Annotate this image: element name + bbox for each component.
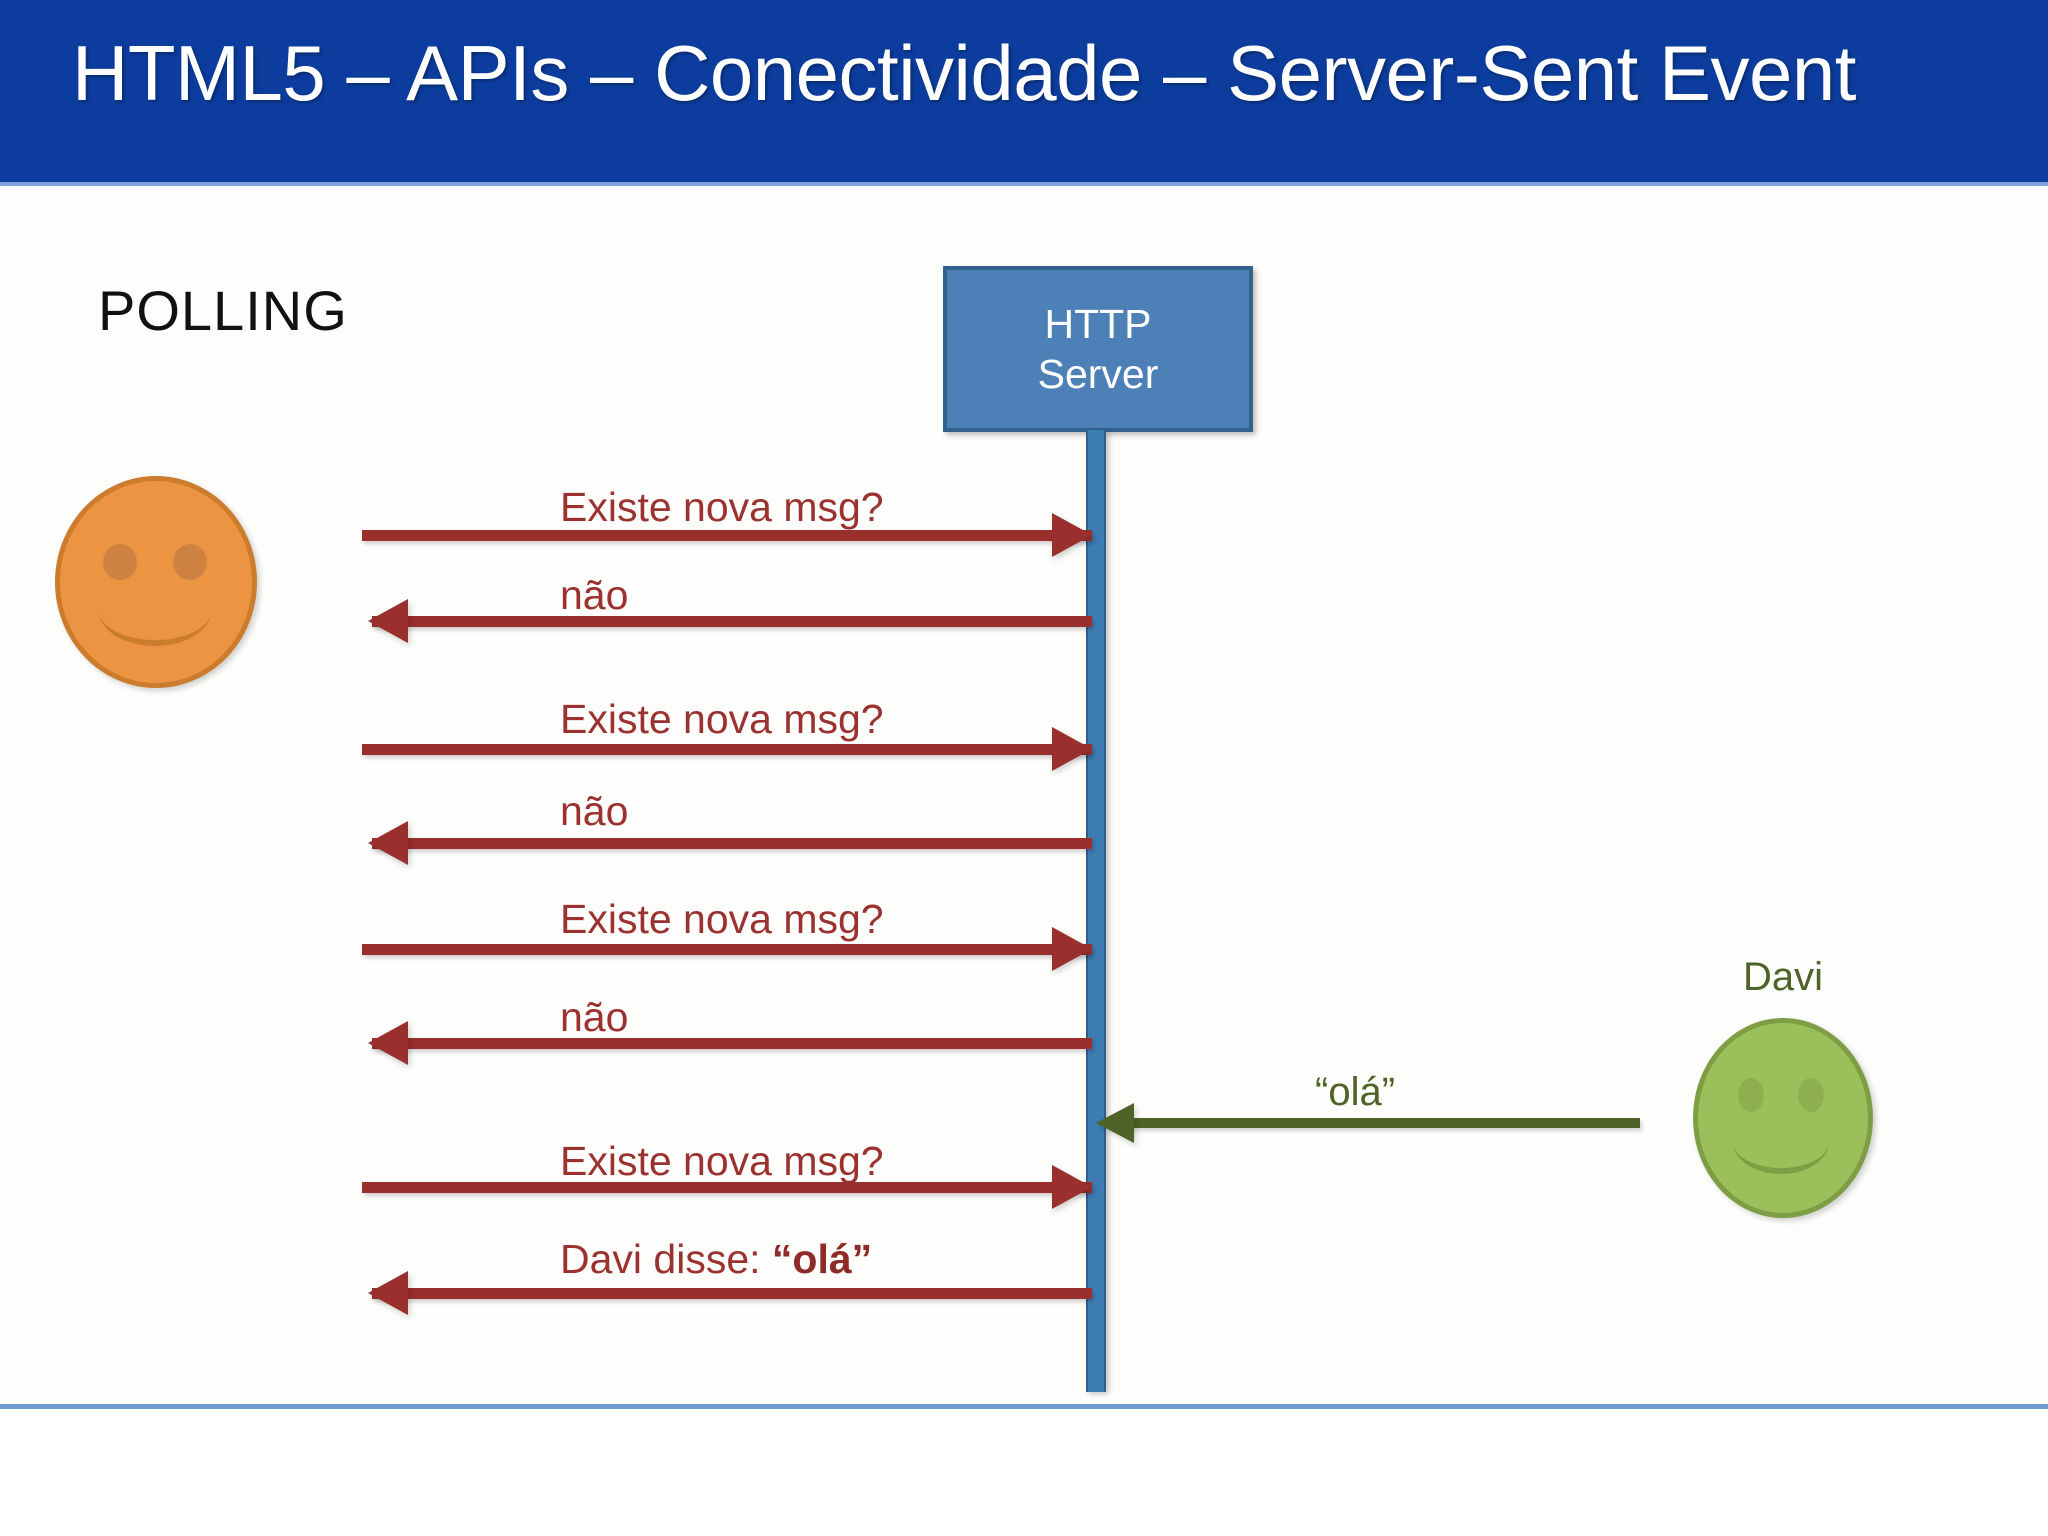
davi-message-label: “olá”: [1315, 1070, 1396, 1114]
davi-smiley-icon: [1693, 1018, 1873, 1218]
message-arrow-8-head: [368, 1271, 408, 1315]
davi-arrow-line: [1110, 1118, 1640, 1128]
message-arrow-2-head: [368, 599, 408, 643]
user-smiley-icon: [55, 476, 257, 688]
message-label-8: Davi disse: “olá”: [560, 1236, 872, 1283]
section-label-polling: POLLING: [98, 279, 348, 342]
davi-face-eye-right: [1798, 1078, 1824, 1112]
message-label-2: não: [560, 572, 629, 618]
user-face-eye-right: [173, 544, 207, 580]
message-arrow-5-head: [1052, 927, 1092, 971]
message-label-7: Existe nova msg?: [560, 1138, 884, 1184]
davi-name-label: Davi: [1742, 955, 1824, 999]
server-label-line1: HTTP: [1044, 300, 1152, 347]
banner-underline: [0, 182, 2048, 186]
user-face-mouth: [99, 576, 211, 646]
davi-face-mouth: [1733, 1110, 1829, 1174]
message-label-5: Existe nova msg?: [560, 896, 884, 942]
message-arrow-4-head: [368, 821, 408, 865]
message-label-4: não: [560, 788, 629, 834]
user-face-head: [55, 476, 257, 688]
davi-face-eye-left: [1738, 1078, 1764, 1112]
message-label-8-bold: “olá”: [771, 1236, 873, 1282]
message-label-3: Existe nova msg?: [560, 696, 884, 742]
message-arrow-1-line: [362, 530, 1092, 541]
message-arrow-3-line: [362, 744, 1092, 755]
message-label-8-text: Davi disse:: [560, 1236, 772, 1282]
page-title: HTML5 – APIs – Conectividade – Server-Se…: [72, 29, 1856, 117]
message-arrow-2-line: [372, 616, 1092, 627]
message-label-1: Existe nova msg?: [560, 484, 884, 530]
message-arrow-5-line: [362, 944, 1092, 955]
message-arrow-4-line: [372, 838, 1092, 849]
footer-bar: iLearn Developer W3C® MEMBER A Adobe: [0, 1409, 2048, 1536]
title-banner: HTML5 – APIs – Conectividade – Server-Se…: [0, 0, 2048, 186]
footer-divider: [0, 1404, 2048, 1409]
message-arrow-7-head: [1052, 1165, 1092, 1209]
davi-arrow-head: [1096, 1103, 1134, 1143]
user-face-eye-left: [103, 544, 137, 580]
message-arrow-3-head: [1052, 727, 1092, 771]
server-lifeline: [1086, 430, 1106, 1392]
message-arrow-6-head: [368, 1021, 408, 1065]
message-arrow-1-head: [1052, 513, 1092, 557]
http-server-box: HTTP Server: [943, 266, 1253, 432]
message-arrow-6-line: [372, 1038, 1092, 1049]
server-label-line2: Server: [1037, 351, 1159, 397]
message-arrow-7-line: [362, 1182, 1092, 1193]
message-arrow-8-line: [372, 1288, 1092, 1299]
message-label-6: não: [560, 994, 629, 1040]
